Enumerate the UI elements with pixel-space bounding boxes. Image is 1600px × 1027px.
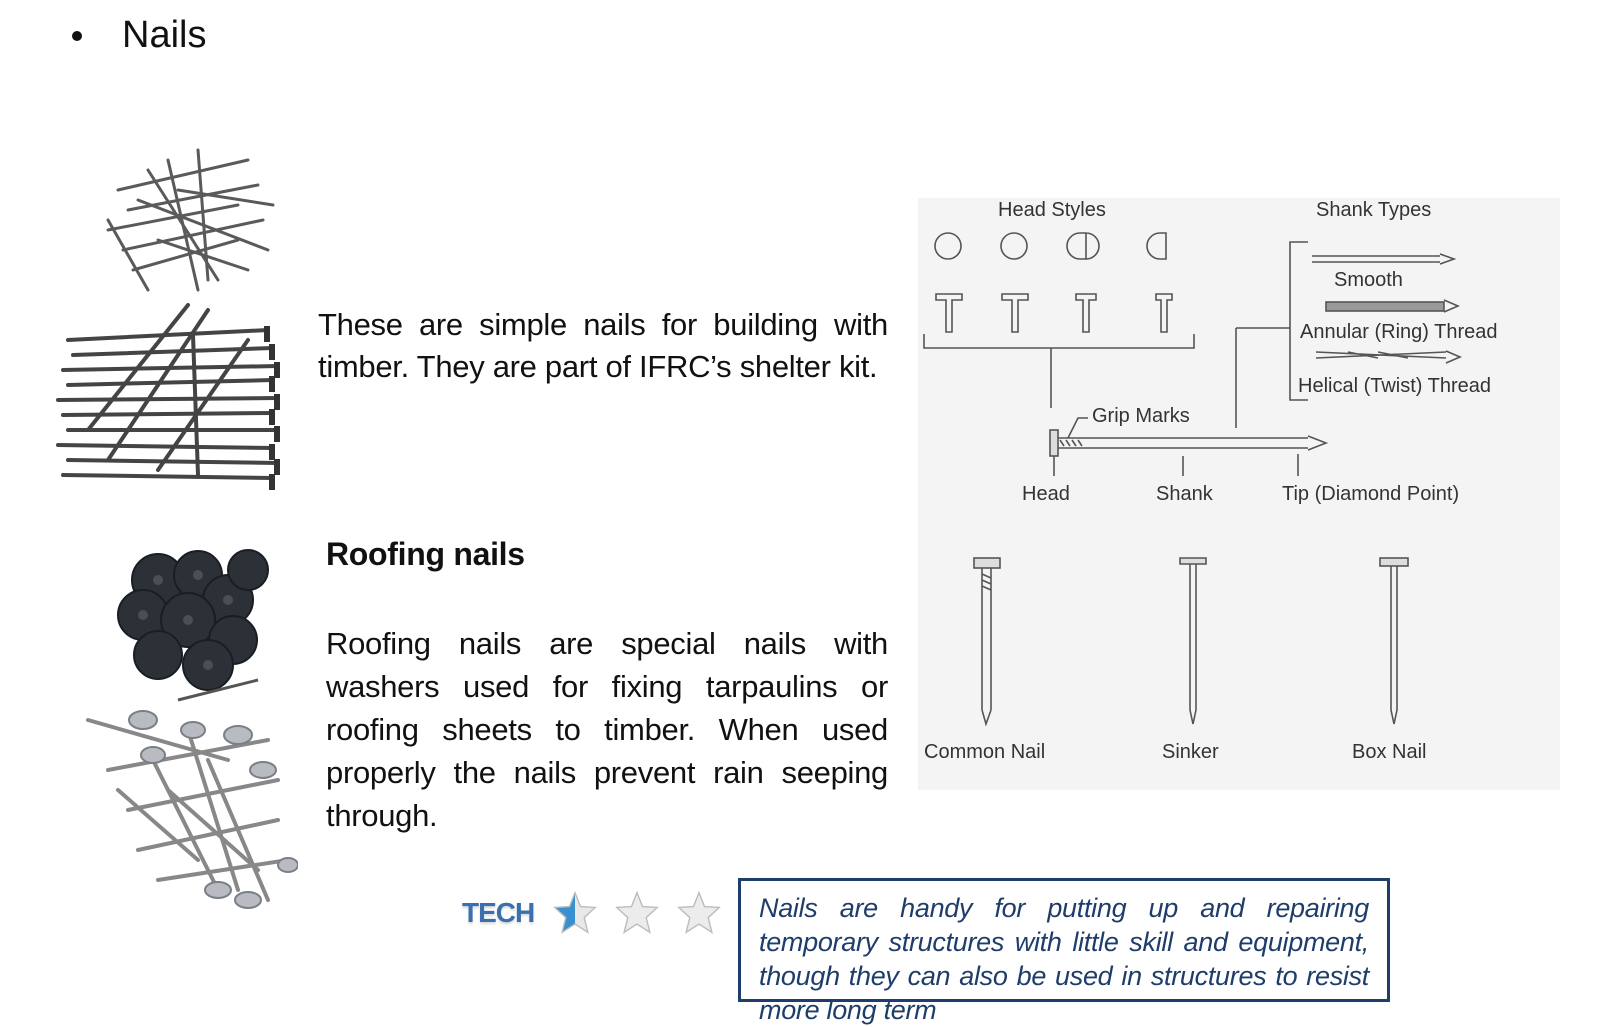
star-icon-empty bbox=[677, 890, 722, 934]
star-icon-filled bbox=[553, 890, 598, 934]
roofing-heading: Roofing nails bbox=[326, 536, 525, 572]
bullet-item: Nails bbox=[72, 14, 206, 57]
grip-marks-label: Grip Marks bbox=[1092, 405, 1190, 427]
shank-label: Shank bbox=[1156, 483, 1214, 505]
head-label: Head bbox=[1022, 483, 1070, 505]
smooth-label: Smooth bbox=[1334, 269, 1403, 291]
shank-types-label: Shank Types bbox=[1316, 199, 1431, 221]
head-styles-label: Head Styles bbox=[998, 199, 1106, 221]
nail-anatomy-diagram: Head Styles Shank Types Smooth Annular (… bbox=[918, 198, 1560, 790]
annular-label: Annular (Ring) Thread bbox=[1300, 321, 1498, 343]
section-title: Nails bbox=[122, 14, 207, 56]
star-icon-empty bbox=[615, 890, 660, 934]
box-nail-label: Box Nail bbox=[1352, 741, 1426, 763]
tech-label: TECH bbox=[462, 897, 535, 928]
roofing-paragraph: Roofing nails are special nails with was… bbox=[326, 626, 888, 833]
roofing-nails-photo bbox=[86, 549, 298, 909]
nails-photo bbox=[56, 148, 280, 490]
tech-rating: TECH bbox=[462, 890, 738, 936]
common-nail-label: Common Nail bbox=[924, 741, 1045, 763]
bullet-dot bbox=[72, 30, 82, 41]
intro-paragraph: These are simple nails for building with… bbox=[318, 307, 888, 384]
sinker-label: Sinker bbox=[1162, 741, 1219, 763]
helical-label: Helical (Twist) Thread bbox=[1298, 375, 1491, 397]
callout-box: Nails are handy for putting up and repai… bbox=[738, 878, 1390, 1025]
tip-label: Tip (Diamond Point) bbox=[1282, 483, 1459, 505]
